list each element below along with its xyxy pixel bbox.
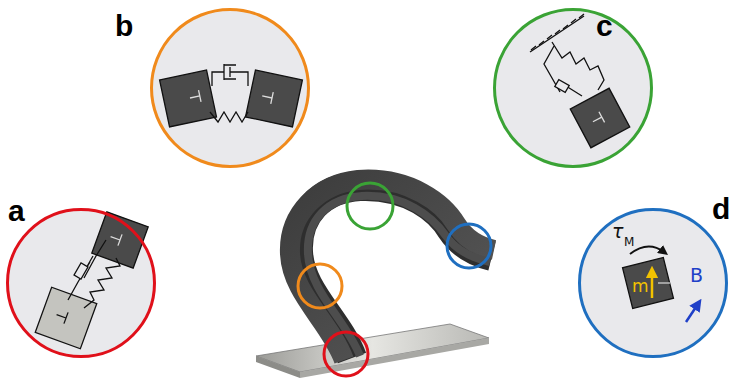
base-plate bbox=[256, 324, 489, 378]
panel-letter: c bbox=[596, 11, 613, 41]
panel-letter: b bbox=[115, 11, 133, 41]
symbol-label: B bbox=[690, 266, 703, 285]
panel-letter: d bbox=[712, 194, 730, 224]
panel-letter: a bbox=[8, 196, 25, 226]
element-joint-model bbox=[160, 64, 303, 127]
inset-ground bbox=[7, 9, 727, 357]
symbol-label: τ bbox=[612, 222, 623, 241]
inset-circle: c bbox=[493, 8, 653, 168]
inset-circle: a bbox=[6, 208, 156, 358]
symbol-label: M bbox=[624, 236, 634, 248]
base-joint-model bbox=[35, 212, 148, 349]
ground-joint-model bbox=[530, 14, 630, 148]
inset-circle: b bbox=[150, 8, 310, 168]
soft-beam bbox=[290, 180, 494, 360]
symbol-label: m bbox=[632, 278, 649, 295]
magnetic-tip-model bbox=[623, 246, 698, 322]
inset-circle: d bbox=[578, 208, 728, 358]
region-marker bbox=[298, 183, 491, 376]
